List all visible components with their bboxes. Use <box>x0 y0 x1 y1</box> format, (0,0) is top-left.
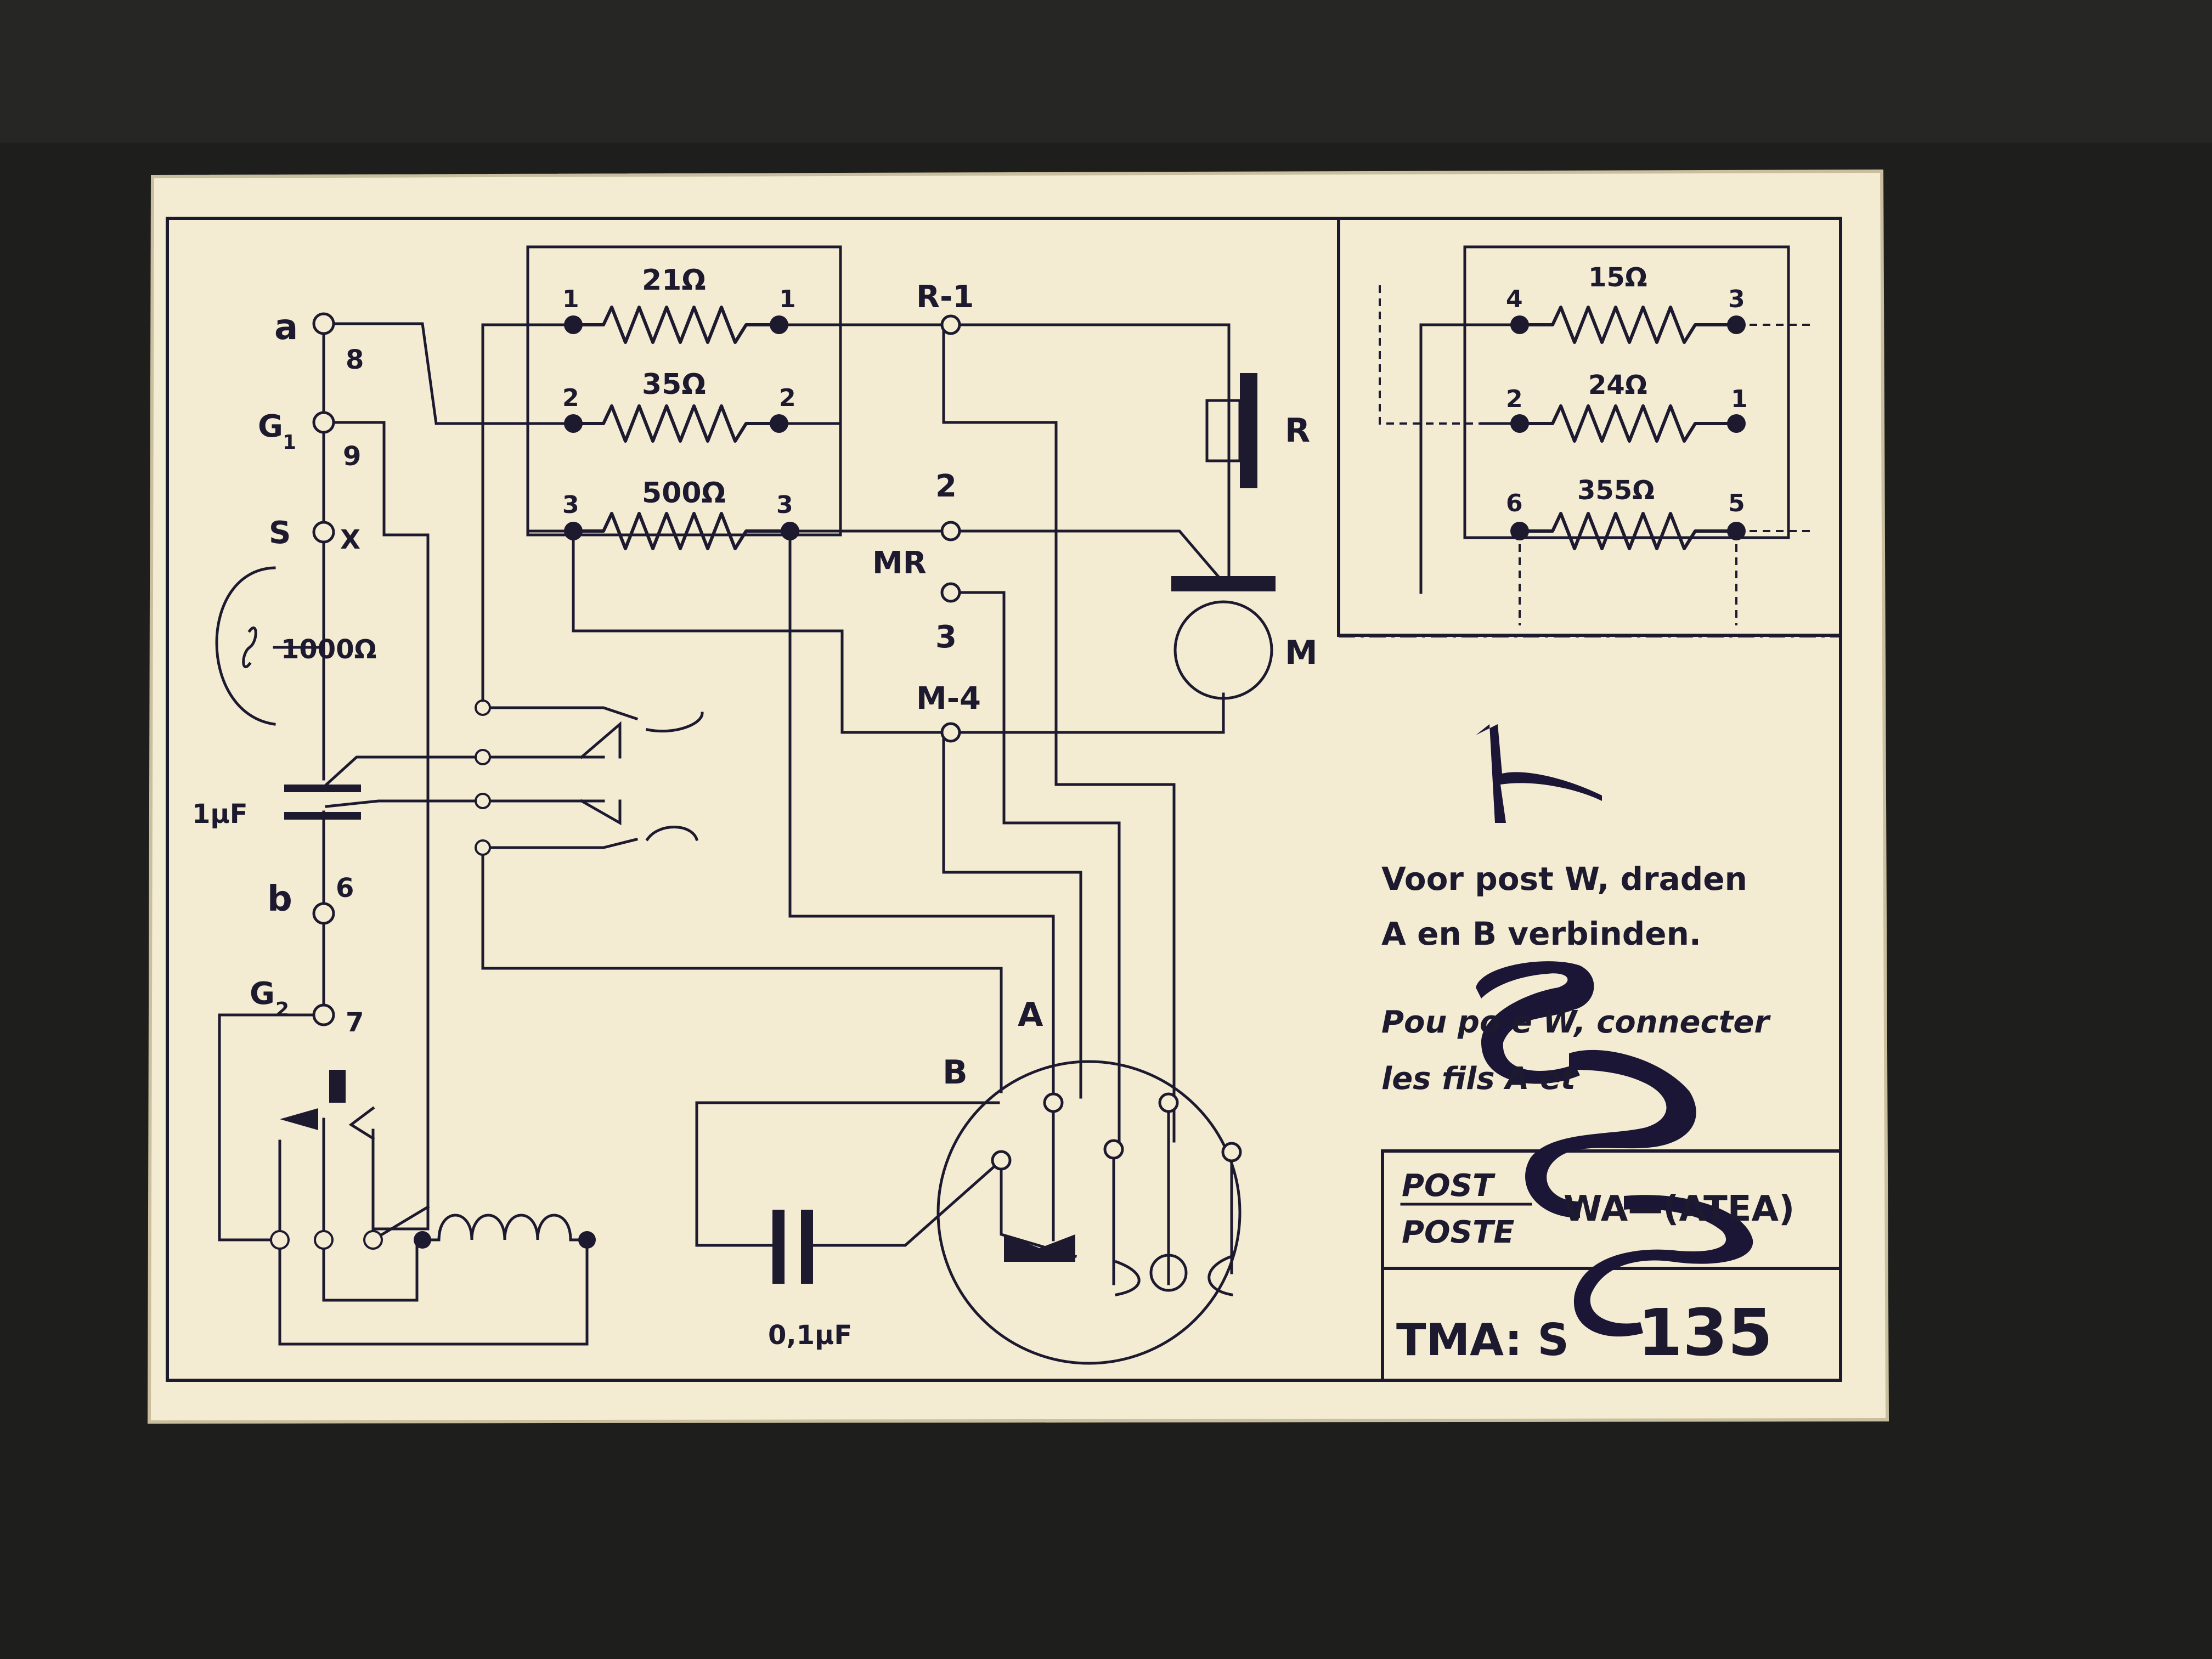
terminal-label-g2: G <box>250 976 275 1012</box>
alt-pin-5: 5 <box>1728 489 1745 517</box>
alt-resistor-24-label: 24Ω <box>1588 370 1647 400</box>
alt-pin-4: 4 <box>1506 285 1523 313</box>
note-dutch-line-1: Voor post W, draden <box>1381 860 1747 898</box>
node-label-r1: R-1 <box>916 279 974 315</box>
capacitor-1uf-symbol <box>284 785 361 820</box>
ringer-bell-symbol <box>215 566 276 726</box>
resistor-500-ohm <box>573 512 790 550</box>
receiver-label: R <box>1285 411 1310 450</box>
paper-label <box>147 169 1889 1424</box>
ringer-resistance-label: 1000Ω <box>281 634 376 665</box>
plug-label-b: B <box>943 1053 968 1092</box>
alt-pin-3: 3 <box>1728 285 1745 313</box>
alternate-resistor-block <box>1379 245 1813 625</box>
pin-35-right: 2 <box>779 384 796 412</box>
terminal-label-x: X <box>340 524 360 555</box>
pin-21-left: 1 <box>562 285 579 313</box>
outer-frame <box>166 217 1842 1382</box>
node-m4-screw <box>940 722 961 743</box>
terminal-label-g1-subscript: 1 <box>283 431 296 454</box>
pin-21-right: 1 <box>779 285 796 313</box>
alt-pin-2: 2 <box>1506 385 1523 413</box>
terminal-g1-screw <box>312 411 335 434</box>
node-2-screw <box>940 521 961 541</box>
title-tma-value: 135 <box>1638 1295 1773 1370</box>
microphone-symbol <box>1171 576 1276 700</box>
resistor-35-label: 35Ω <box>642 368 706 401</box>
inductor-coil-symbol <box>437 1214 589 1242</box>
node-label-m4: M-4 <box>916 681 981 716</box>
plug-label-a: A <box>1018 996 1043 1034</box>
terminal-label-g1: G <box>258 409 283 444</box>
capacitor-01uf-symbol <box>772 1210 813 1284</box>
terminal-number-6: 6 <box>336 873 354 904</box>
receiver-symbol <box>1205 373 1257 488</box>
note-french-line-2: les fils A et <box>1381 1061 1577 1097</box>
pin-500-left: 3 <box>562 491 579 519</box>
ringer-coil-wave <box>242 626 257 669</box>
terminal-label-g2-subscript: 2 <box>275 998 289 1021</box>
node-label-mr: MR <box>872 545 927 581</box>
gravity-switch-symbol <box>270 1070 596 1250</box>
terminal-b-screw <box>312 902 335 925</box>
node-mr3-screw <box>940 582 961 603</box>
plug-socket-symbol <box>936 1060 1242 1365</box>
hook-switch-contacts <box>475 699 704 856</box>
terminal-s-screw <box>312 521 335 544</box>
node-label-2: 2 <box>935 469 957 504</box>
resistor-500-label: 500Ω <box>642 477 726 510</box>
pen-scribble-marks <box>1476 724 1753 1337</box>
pin-500-right: 3 <box>776 491 793 519</box>
resistor-21-ohm <box>573 306 779 344</box>
terminal-number-8: 8 <box>346 345 364 375</box>
title-post-label: POST <box>1402 1168 1496 1204</box>
terminal-label-s: S <box>269 515 291 551</box>
title-post-value: WA—(ATEA) <box>1564 1189 1795 1229</box>
title-block-frame <box>1381 1149 1842 1382</box>
resistor-21-label: 21Ω <box>642 264 706 297</box>
node-label-3: 3 <box>935 619 957 655</box>
terminal-number-9: 9 <box>343 441 361 472</box>
title-poste-label: POSTE <box>1402 1215 1514 1250</box>
terminal-label-b: b <box>267 879 292 919</box>
terminal-label-a: a <box>274 307 298 348</box>
panel-shading <box>0 0 2212 143</box>
title-tma-label: TMA: S <box>1396 1314 1569 1365</box>
alt-resistor-15-label: 15Ω <box>1588 262 1647 293</box>
capacitor-01uf-label: 0,1μF <box>768 1320 852 1351</box>
terminal-g2-screw <box>312 1003 335 1026</box>
terminal-a-screw <box>312 312 335 335</box>
alt-resistor-355-label: 355Ω <box>1577 475 1655 506</box>
node-r1-screw <box>940 314 961 335</box>
alt-pin-6: 6 <box>1506 489 1523 517</box>
resistor-35-ohm <box>573 404 779 443</box>
alt-pin-1: 1 <box>1731 385 1748 413</box>
microphone-label: M <box>1285 634 1318 672</box>
pin-35-left: 2 <box>562 384 579 412</box>
note-dutch-line-2: A en B verbinden. <box>1381 915 1701 952</box>
note-french-line-1: Pou po e W, connecter <box>1381 1005 1771 1040</box>
capacitor-1uf-label: 1μF <box>192 799 248 830</box>
terminal-number-7: 7 <box>346 1007 364 1038</box>
